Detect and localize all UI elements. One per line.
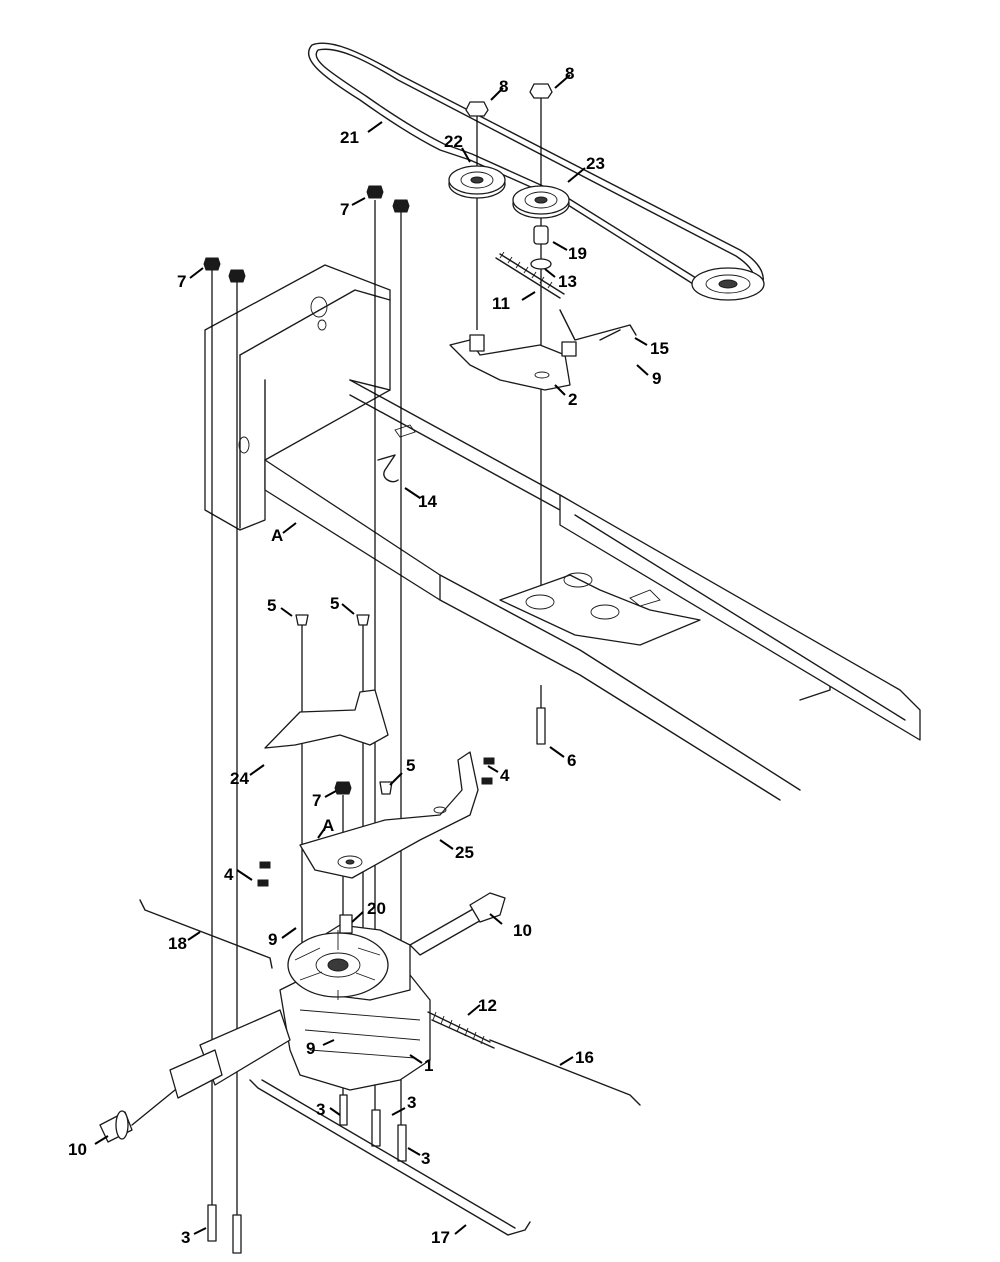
callout-9: 9 [268, 930, 277, 949]
callout-20: 20 [367, 899, 386, 918]
callout-21: 21 [340, 128, 359, 147]
callout-5: 5 [406, 756, 415, 775]
callout-4: 4 [224, 865, 234, 884]
idler-hardware [495, 225, 565, 299]
callout-12: 12 [478, 996, 497, 1015]
callout-3: 3 [181, 1228, 190, 1247]
idler-bracket [449, 309, 637, 391]
callout-5: 5 [330, 594, 339, 613]
callout-6: 6 [567, 751, 576, 770]
callout-24: 24 [230, 769, 249, 788]
callout-10: 10 [513, 921, 532, 940]
callout-22: 22 [444, 132, 463, 151]
callout-9: 9 [652, 369, 661, 388]
callout-17: 17 [431, 1228, 450, 1247]
transaxle [99, 892, 506, 1143]
callout-23: 23 [586, 154, 605, 173]
callout-11: 11 [492, 294, 510, 313]
transaxle-brackets [257, 689, 495, 887]
callout-13: 13 [558, 272, 577, 291]
callout-8: 8 [565, 64, 574, 83]
callout-7: 7 [177, 272, 186, 291]
callout-7: 7 [340, 200, 349, 219]
callout-5: 5 [267, 596, 276, 615]
callout-7: 7 [312, 791, 321, 810]
callout-25: 25 [455, 843, 474, 862]
callout-2: 2 [568, 390, 577, 409]
callout-3: 3 [421, 1149, 430, 1168]
callout-10: 10 [68, 1140, 87, 1159]
callout-4: 4 [500, 766, 510, 785]
callout-3: 3 [316, 1100, 325, 1119]
callout-1: 1 [424, 1056, 433, 1075]
hook-part [377, 454, 399, 483]
callout-19: 19 [568, 244, 587, 263]
callout-3: 3 [407, 1093, 416, 1112]
callout-A: A [322, 816, 334, 835]
callout-14: 14 [418, 492, 437, 511]
drive-belt [307, 42, 765, 301]
tractor-frame [204, 264, 921, 801]
leader-lines [94, 74, 649, 1235]
callout-labels: 1 2 3 3 3 3 4 4 5 5 5 6 7 7 7 8 8 9 9 9 … [68, 64, 669, 1247]
callout-8: 8 [499, 77, 508, 96]
callout-A: A [271, 526, 283, 545]
callout-9: 9 [306, 1039, 315, 1058]
control-rods [139, 899, 641, 1236]
idler-pulleys [448, 83, 570, 615]
callout-16: 16 [575, 1048, 594, 1067]
callout-15: 15 [650, 339, 669, 358]
callout-18: 18 [168, 934, 187, 953]
